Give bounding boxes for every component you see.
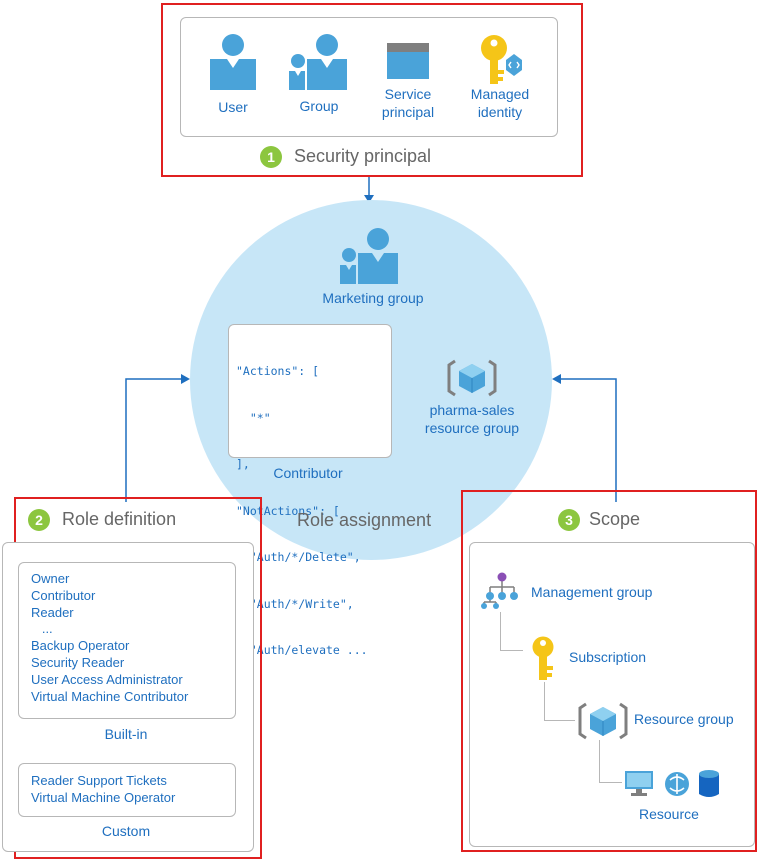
group-icon [289,34,347,90]
role-item: ... [31,621,53,637]
storage-database-icon [699,770,719,797]
role-item: Virtual Machine Operator [31,789,176,805]
role-item: Backup Operator [31,638,130,654]
tree-connector [500,612,523,651]
tree-connector [544,682,575,721]
arrow-principal-to-assignment [364,177,374,203]
security-principal-title: Security principal [294,146,432,166]
role-definition-json-card [228,324,392,458]
resource-group-icon [447,359,497,397]
role-json-line: "*" [236,410,271,425]
role-json-line: ], [236,457,250,471]
management-group-label: Management group [531,584,653,600]
service-principal-label: Service principal [368,85,448,121]
group-icon [340,228,398,284]
role-assignment-title: Role assignment [297,510,432,530]
marketing-group-label: Marketing group [322,290,424,306]
role-json-line: "Auth/*/Write", [236,596,354,611]
user-label: User [218,99,248,115]
role-json-line: "Auth/elevate ... [236,643,368,657]
pharma-sales-label-line2: resource group [424,420,520,436]
custom-roles-box [18,763,236,817]
scope-title: Scope [589,509,641,529]
role-definition-number-badge: 2 [28,509,50,531]
service-principal-label-line2: principal [381,104,435,120]
custom-label: Custom [101,823,151,839]
builtin-roles-list: Owner Contributor Reader ... Backup Oper… [31,571,188,705]
role-definition-title: Role definition [62,509,177,529]
management-group-icon [481,572,518,609]
arrow-scope-to-assignment [552,374,617,502]
user-icon [210,34,256,90]
tree-connector [599,740,622,783]
role-json-line: "NotActions": [ [236,503,340,518]
role-item: Reader Support Tickets [31,773,167,788]
scope-highlight [461,490,757,852]
managed-identity-label: Managed identity [455,85,545,121]
subscription-key-icon [532,636,554,680]
builtin-roles-box [18,562,236,719]
managed-identity-label-line2: identity [477,104,523,120]
pharma-sales-label: pharma-sales resource group [408,401,536,437]
role-item: Reader [31,604,74,620]
group-label: Group [299,98,339,114]
role-item: Security Reader [31,654,125,670]
subscription-label: Subscription [569,649,647,665]
custom-roles-list: Reader Support Tickets Virtual Machine O… [31,773,175,807]
managed-identity-key-icon [481,35,522,84]
virtual-machine-icon [625,771,653,796]
pharma-sales-label-line1: pharma-sales [429,402,515,418]
managed-identity-label-line1: Managed [470,86,530,102]
role-json-line: "Actions": [ [236,364,320,378]
service-principal-icon [387,43,429,79]
contributor-label: Contributor [273,465,343,481]
resource-group-icon [578,702,628,740]
resource-group-label: Resource group [634,711,734,727]
builtin-label: Built-in [104,726,148,742]
resource-label: Resource [639,806,699,822]
role-json-line: "Auth/*/Delete", [236,550,361,564]
network-resource-icon [665,772,689,796]
role-item: Virtual Machine Contributor [31,688,189,704]
role-json-lines: "Actions": [ "*" ], "NotActions": [ "Aut… [236,333,368,674]
arrow-role-definition-to-assignment [125,374,190,502]
role-item: Contributor [31,587,96,603]
security-principal-number-badge: 1 [260,146,282,168]
security-principal-highlight [161,3,583,177]
role-item: Owner [31,571,70,586]
service-principal-label-line1: Service [384,86,432,102]
role-item: User Access Administrator [31,671,183,687]
scope-number-badge: 3 [558,509,580,531]
